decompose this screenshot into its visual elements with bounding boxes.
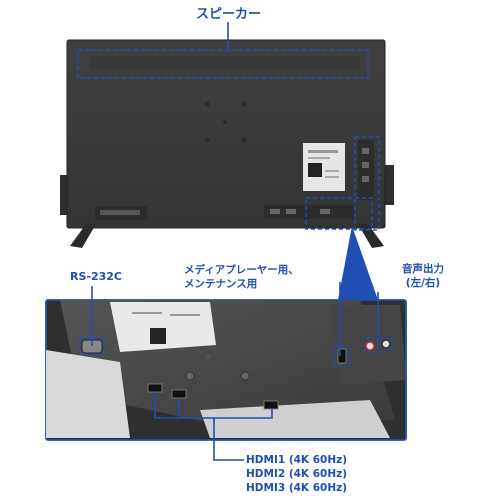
stand-right xyxy=(358,224,384,248)
closeup-bezel xyxy=(46,350,130,438)
bottom-ports xyxy=(264,205,354,219)
callout-lines xyxy=(91,282,379,461)
side-ports-highlight-box xyxy=(354,136,380,231)
audio-label-line2: (左/右) xyxy=(405,277,441,290)
media-label-line1: メディアプレーヤー用、 xyxy=(184,264,299,276)
hdmi3-port xyxy=(263,400,279,410)
vesa-mount-holes xyxy=(204,101,247,143)
port-highlight-boxes xyxy=(79,337,393,367)
tv-rear-view xyxy=(60,39,394,248)
audio-label-line1: 音声出力 xyxy=(402,263,444,275)
stand-left xyxy=(70,224,96,248)
audio-output-label: 音声出力 (左/右) xyxy=(402,262,444,290)
media-label-line2: メンテナンス用 xyxy=(184,278,258,291)
side-ports xyxy=(358,140,374,200)
bottom-ports-highlight-box xyxy=(305,197,373,230)
hdmi1-label: HDMI1 (4K 60Hz) xyxy=(246,454,348,466)
closeup-view xyxy=(45,299,407,441)
hdmi3-label: HDMI3 (4K 60Hz) xyxy=(246,481,348,494)
audio-jack-left xyxy=(365,341,375,351)
zoom-funnel xyxy=(338,226,378,300)
rs232c-label: RS-232C xyxy=(70,270,122,283)
speaker-label: スピーカー xyxy=(196,7,262,22)
speaker-grille xyxy=(90,56,360,70)
audio-jack-right xyxy=(381,339,391,349)
hdmi2-label: HDMI2 (4K 60Hz) xyxy=(246,467,348,480)
speaker-highlight-box xyxy=(77,49,369,79)
hdmi-ports-label: HDMI1 (4K 60Hz) HDMI2 (4K 60Hz) HDMI3 (4… xyxy=(246,454,347,496)
hdmi-callout-drop xyxy=(213,418,244,461)
usb-port xyxy=(337,348,347,364)
hdmi2-port xyxy=(171,389,187,399)
hdmi1-port xyxy=(147,383,163,393)
media-player-label: メディアプレーヤー用、 メンテナンス用 xyxy=(184,263,299,291)
closeup-sticker xyxy=(110,302,216,352)
